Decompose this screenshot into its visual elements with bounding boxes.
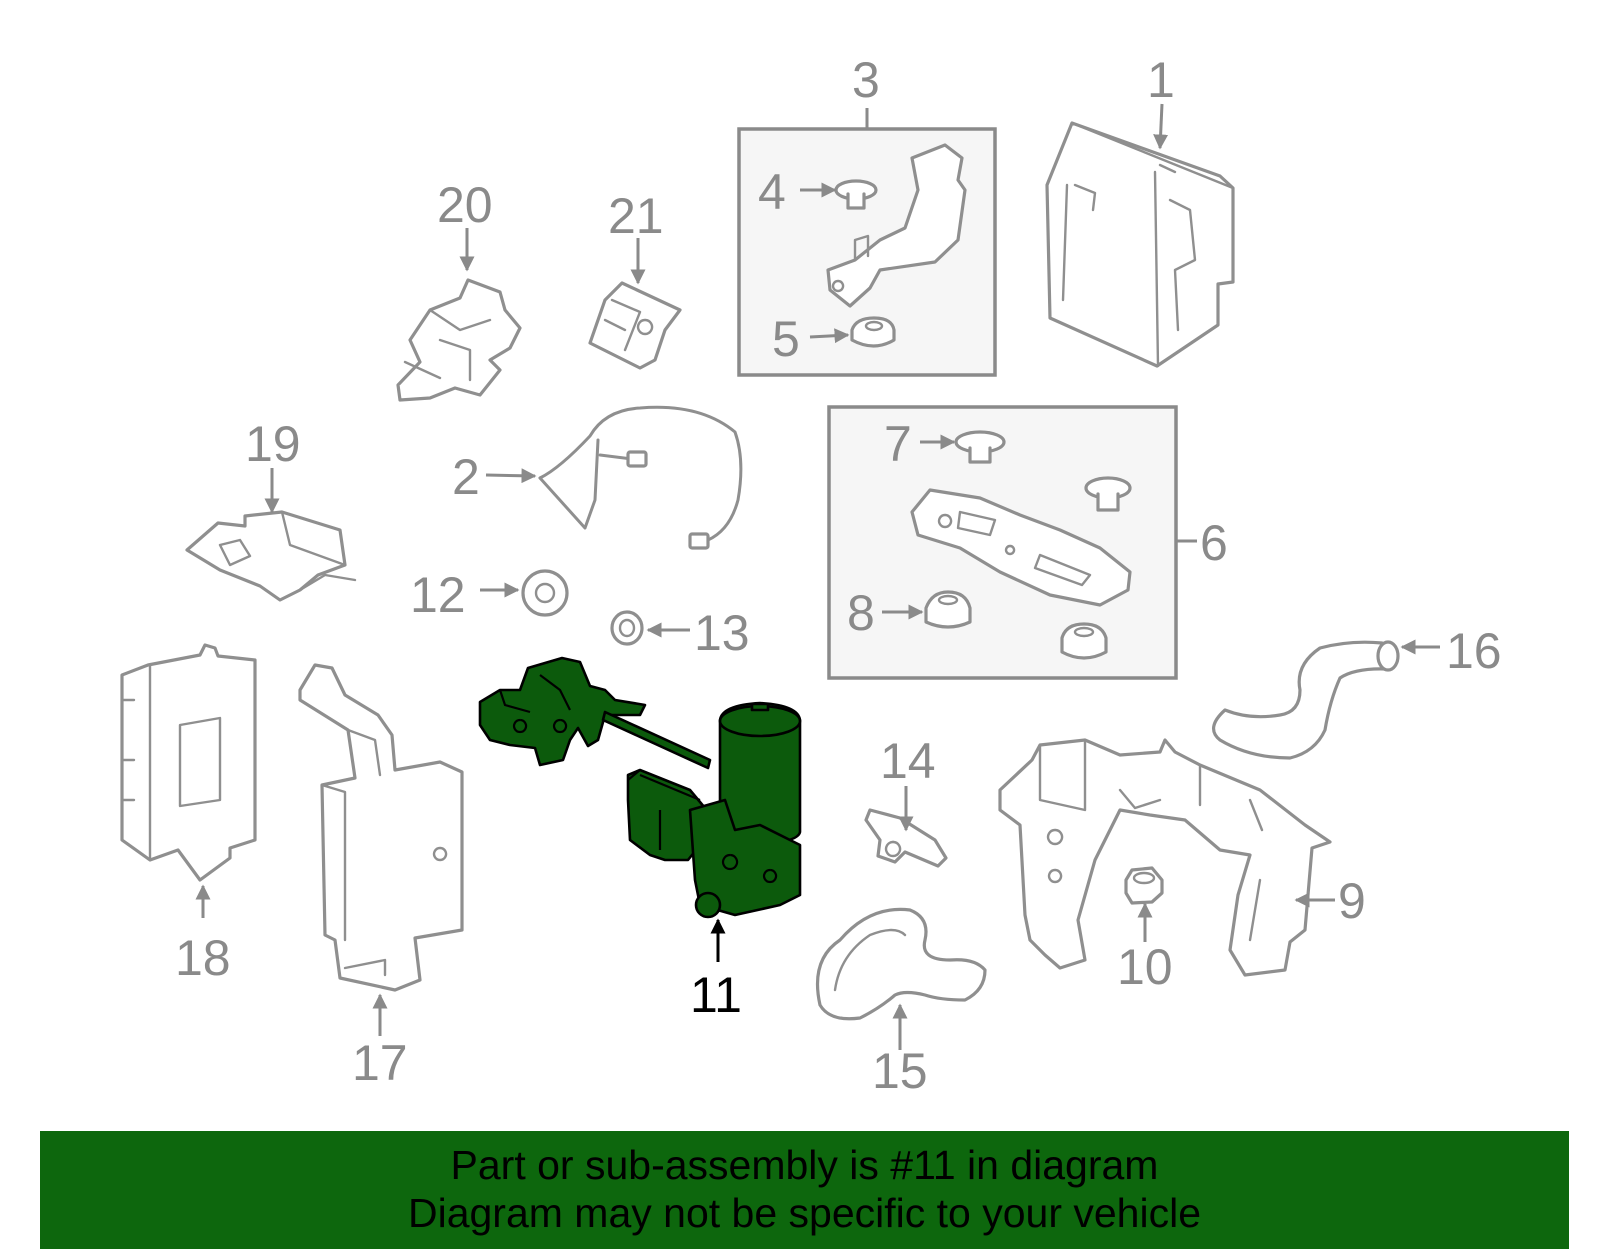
callout-label-12: 12 — [410, 567, 466, 623]
part-19-module[interactable] — [185, 510, 357, 602]
part-17-module-bracket[interactable] — [298, 663, 464, 992]
callout-label-15: 15 — [872, 1043, 928, 1099]
part-10-nut[interactable] — [1124, 866, 1164, 905]
part-15-hose[interactable] — [815, 907, 987, 1021]
part-14-clip[interactable] — [864, 808, 948, 868]
part-7-clip[interactable] — [954, 430, 1006, 464]
part-4-clip[interactable] — [834, 179, 878, 210]
callout-label-5: 5 — [772, 311, 800, 367]
callout-label-20: 20 — [437, 177, 493, 233]
part-18-control-module[interactable] — [120, 643, 257, 882]
banner-line-1: Part or sub-assembly is #11 in diagram — [450, 1142, 1159, 1188]
part-2-wire-harness[interactable] — [538, 405, 743, 550]
callout-label-19: 19 — [245, 416, 301, 472]
part-1-control-module[interactable] — [1045, 121, 1235, 368]
part-13-ring[interactable] — [610, 610, 644, 646]
banner-line-2: Diagram may not be specific to your vehi… — [407, 1190, 1201, 1236]
part-16-hose[interactable] — [1212, 640, 1400, 760]
arrow-1 — [1153, 103, 1169, 150]
part-21-connector[interactable] — [588, 281, 682, 370]
callout-label-9: 9 — [1338, 873, 1366, 929]
part-9-bracket[interactable] — [998, 738, 1332, 977]
parts-diagram: 1 2 3 4 5 6 7 8 9 10 11 12 13 14 15 16 1… — [120, 52, 1502, 1099]
part-6-plate-bracket[interactable] — [910, 488, 1132, 607]
part-3-bracket[interactable] — [826, 143, 967, 308]
callout-label-7: 7 — [884, 416, 912, 472]
callout-label-18: 18 — [175, 930, 231, 986]
callout-label-13: 13 — [694, 605, 750, 661]
part-5-grommet[interactable] — [850, 316, 896, 348]
callout-label-8: 8 — [847, 585, 875, 641]
callout-label-4: 4 — [758, 164, 786, 220]
part-12-bushing[interactable] — [521, 569, 569, 617]
callout-label-2: 2 — [452, 449, 480, 505]
part-6-grommet-lower[interactable] — [1060, 622, 1108, 660]
callout-label-3: 3 — [852, 52, 880, 108]
callout-label-10: 10 — [1117, 939, 1173, 995]
callout-label-17: 17 — [352, 1035, 408, 1091]
callout-label-11: 11 — [690, 967, 742, 1023]
callout-label-1: 1 — [1147, 52, 1175, 108]
part-11-compressor-assembly[interactable] — [478, 656, 802, 919]
part-20-sensor[interactable] — [396, 278, 522, 402]
arrow-2 — [485, 468, 537, 484]
callout-label-6: 6 — [1200, 515, 1228, 571]
callout-label-16: 16 — [1446, 623, 1502, 679]
info-banner: Part or sub-assembly is #11 in diagram D… — [40, 1131, 1569, 1249]
callout-label-21: 21 — [608, 188, 664, 244]
arrow-5 — [809, 328, 850, 344]
callout-label-14: 14 — [880, 733, 936, 789]
part-8-grommet[interactable] — [924, 590, 972, 629]
part-6-clip-upper[interactable] — [1084, 476, 1132, 512]
